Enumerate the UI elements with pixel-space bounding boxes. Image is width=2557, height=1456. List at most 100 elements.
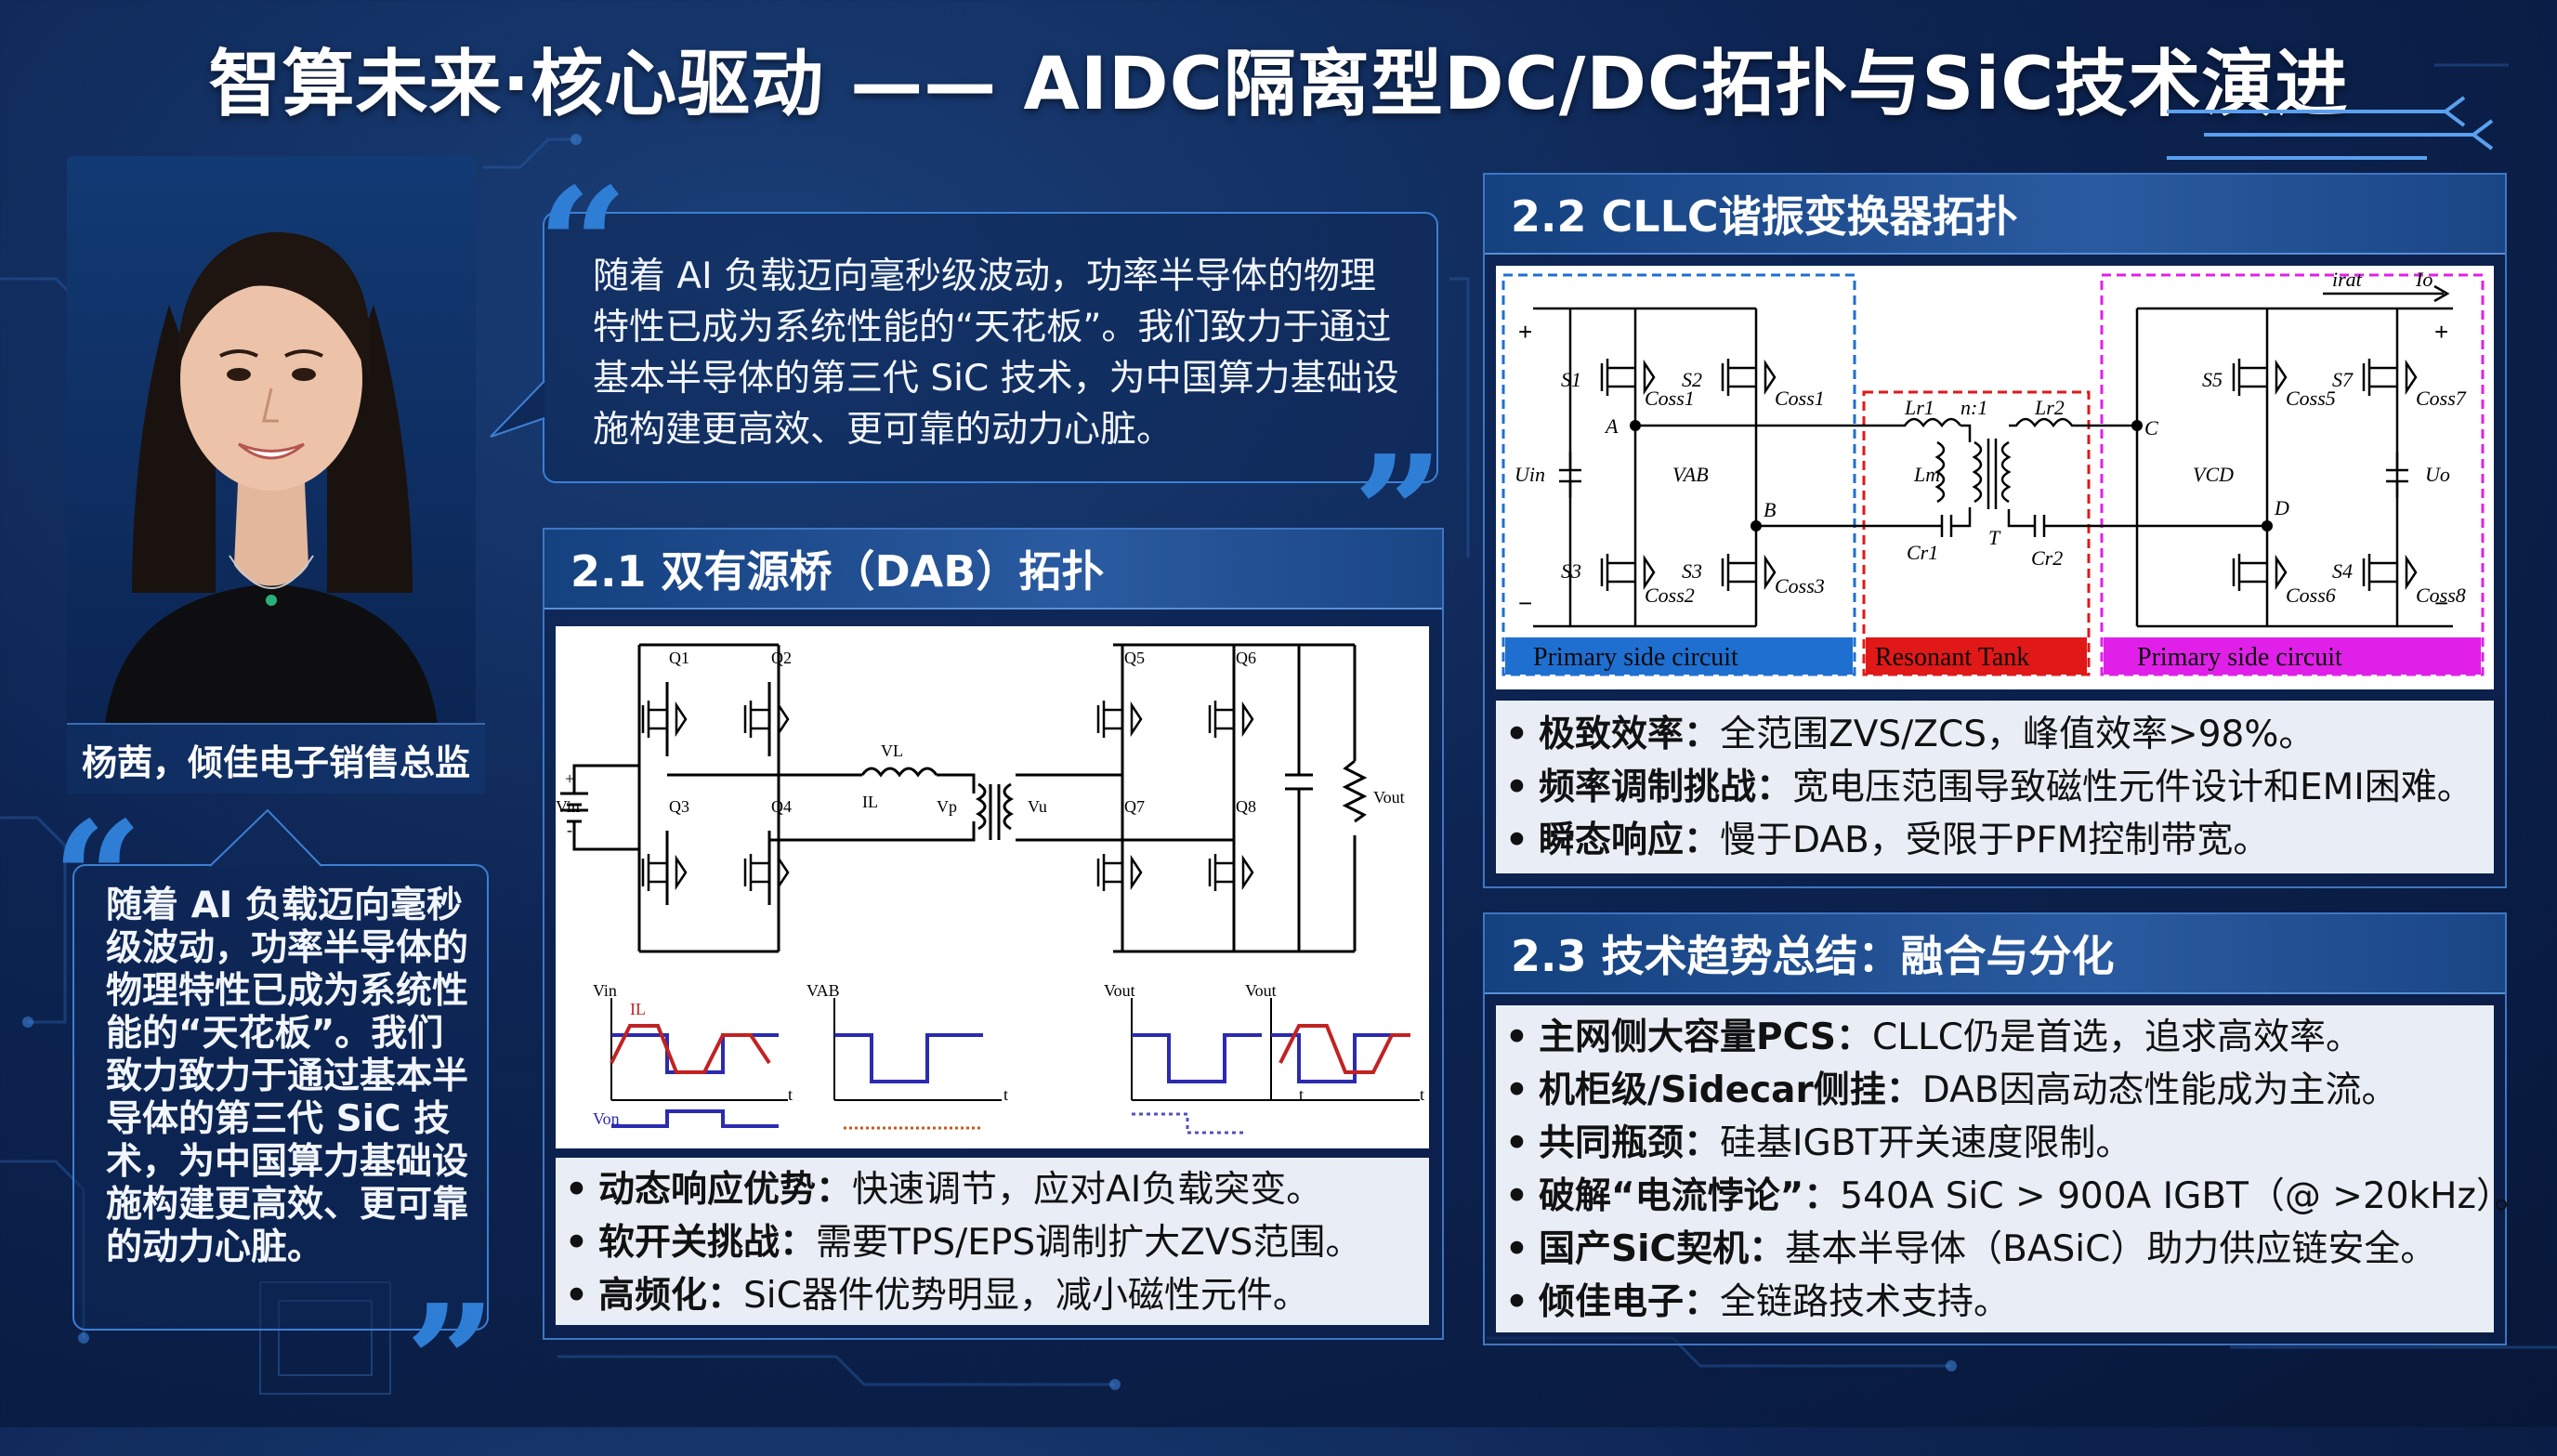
list-item: 倾佳电子：全链路技术支持。 [1496, 1276, 2494, 1329]
label-vcd: VCD [2193, 463, 2234, 486]
list-item: 动态响应优势：快速调节，应对AI负载突变。 [556, 1163, 1429, 1216]
label-q5: Q5 [1124, 649, 1145, 667]
label-coss6: Coss6 [2286, 584, 2336, 607]
wave-label-von: Von [593, 1109, 620, 1128]
list-item: 高频化：SiC器件优势明显，减小磁性元件。 [556, 1269, 1429, 1322]
label-vin: Vin [556, 797, 580, 816]
label-plus: + [2434, 318, 2448, 346]
open-quote-icon: “ [52, 787, 143, 973]
label-lm: Lm [1913, 463, 1940, 486]
label-plus: + [1518, 318, 1532, 346]
label-ratio: n:1 [1960, 396, 1987, 419]
label-vu: Vu [1028, 797, 1047, 816]
label-plus: + [565, 769, 574, 788]
page-title: 智算未来·核心驱动 —— AIDC隔离型DC/DC拓扑与SiC技术演进 [208, 43, 2349, 126]
box-label-secondary: Primary side circuit [2137, 643, 2342, 672]
label-irat: irat [2332, 268, 2363, 291]
list-item: 频率调制挑战：宽电压范围导致磁性元件设计和EMI困难。 [1496, 761, 2494, 814]
quote-bubble-left: 随着 AI 负载迈向毫秒级波动，功率半导体的物理特性已成为系统性能的“天花板”。… [72, 864, 489, 1331]
dab-circuit-diagram: Q1 Q2 Q3 Q4 Q5 Q6 Q7 Q8 Vin Vout VL IL V… [556, 626, 1429, 1148]
label-coss1b: Coss1 [1775, 387, 1825, 410]
close-quote-icon: ” [405, 1270, 496, 1456]
label-lr1: Lr1 [1904, 396, 1934, 419]
label-q7: Q7 [1124, 797, 1145, 816]
open-quote-icon: “ [537, 153, 628, 339]
label-q2: Q2 [771, 649, 792, 667]
label-minus: − [2434, 589, 2448, 617]
label-cr2: Cr2 [2031, 546, 2063, 570]
label-s1: S1 [1561, 368, 1581, 391]
list-item: 软开关挑战：需要TPS/EPS调制扩大ZVS范围。 [556, 1216, 1429, 1269]
label-uo: Uo [2425, 463, 2450, 486]
label-q1: Q1 [669, 649, 689, 667]
label-s4: S4 [2332, 559, 2353, 583]
label-q3: Q3 [669, 797, 689, 816]
label-d: D [2274, 496, 2289, 519]
label-coss3: Coss3 [1775, 574, 1825, 597]
wave-label-t: t [788, 1085, 793, 1104]
label-t: T [1988, 526, 2001, 549]
wave-label-vout: Vout [1104, 981, 1135, 1000]
trend-panel: 2.3 技术趋势总结：融合与分化 主网侧大容量PCS：CLLC仍是首选，追求高效… [1483, 912, 2530, 1345]
dab-panel: 2.1 双有源桥（DAB）拓扑 [543, 528, 1444, 1340]
cllc-panel: 2.2 CLLC谐振变换器拓扑 Primary side circuit Res… [1483, 173, 2507, 888]
speaker-caption: 杨茜，倾佳电子销售总监 [67, 723, 485, 794]
label-coss8: Coss8 [2416, 584, 2466, 607]
trend-bullets: 主网侧大容量PCS：CLLC仍是首选，追求高效率。 机柜级/Sidecar侧挂：… [1496, 1005, 2530, 1332]
label-a: A [1604, 414, 1619, 438]
cllc-circuit-diagram: Primary side circuit Resonant Tank Prima… [1496, 266, 2494, 689]
label-cr1: Cr1 [1907, 541, 1938, 564]
label-q4: Q4 [771, 797, 792, 816]
label-q8: Q8 [1236, 797, 1256, 816]
quote-text-left: 随着 AI 负载迈向毫秒级波动，功率半导体的物理特性已成为系统性能的“天花板”。… [106, 885, 469, 1268]
list-item: 共同瓶颈：硅基IGBT开关速度限制。 [1496, 1117, 2494, 1170]
label-coss1: Coss1 [1645, 387, 1695, 410]
arrow-decoration-icon [2167, 96, 2494, 160]
label-coss2: Coss2 [1645, 584, 1695, 607]
label-s5: S5 [2202, 368, 2223, 391]
wave-label-il: IL [630, 1000, 646, 1018]
wave-label-vin: Vin [593, 981, 617, 1000]
label-b: B [1764, 498, 1776, 521]
label-vl: VL [881, 741, 903, 760]
list-item: 极致效率：全范围ZVS/ZCS，峰值效率>98%。 [1496, 708, 2494, 761]
label-q6: Q6 [1236, 649, 1256, 667]
label-vp: Vp [937, 797, 957, 816]
label-vab: VAB [1672, 463, 1709, 486]
wave-label-t: t [1299, 1085, 1304, 1104]
dab-heading: 2.1 双有源桥（DAB）拓扑 [544, 530, 1442, 610]
label-coss5: Coss5 [2286, 387, 2336, 410]
list-item: 国产SiC契机：基本半导体（BASiC）助力供应链安全。 [1496, 1223, 2494, 1276]
list-item: 主网侧大容量PCS：CLLC仍是首选，追求高效率。 [1496, 1011, 2494, 1064]
cllc-bullets: 极致效率：全范围ZVS/ZCS，峰值效率>98%。 频率调制挑战：宽电压范围导致… [1496, 701, 2494, 873]
box-label-primary: Primary side circuit [1533, 643, 1738, 672]
quote-text-top: 随着 AI 负载迈向毫秒级波动，功率半导体的物理特性已成为系统性能的“天花板”。… [593, 256, 1399, 451]
wave-label-vout-2: Vout [1245, 981, 1277, 1000]
speaker-portrait [67, 156, 476, 732]
speech-pointer-icon [490, 380, 545, 438]
label-s3b: S3 [1682, 559, 1702, 583]
label-uin: Uin [1515, 463, 1545, 486]
list-item: 破解“电流悖论”：540A SiC > 900A IGBT（@ >20kHz）。 [1496, 1170, 2530, 1223]
label-minus: - [567, 820, 572, 839]
label-il: IL [862, 793, 878, 811]
label-s2: S2 [1682, 368, 1702, 391]
list-item: 瞬态响应：慢于DAB，受限于PFM控制带宽。 [1496, 814, 2494, 867]
list-item: 机柜级/Sidecar侧挂：DAB因高动态性能成为主流。 [1496, 1064, 2494, 1117]
wave-label-vab: VAB [806, 981, 840, 1000]
label-io: Io [2415, 268, 2432, 291]
box-label-resonant: Resonant Tank [1875, 643, 2029, 672]
label-vout: Vout [1373, 788, 1405, 807]
trend-heading: 2.3 技术趋势总结：融合与分化 [1485, 914, 2505, 994]
dab-bullets: 动态响应优势：快速调节，应对AI负载突变。 软开关挑战：需要TPS/EPS调制扩… [556, 1158, 1429, 1325]
label-lr2: Lr2 [2034, 396, 2065, 419]
wave-label-t: t [1420, 1085, 1424, 1104]
label-s3: S3 [1561, 559, 1581, 583]
cllc-heading: 2.2 CLLC谐振变换器拓扑 [1485, 175, 2505, 255]
label-s7: S7 [2332, 368, 2354, 391]
speech-pointer-icon [210, 808, 321, 867]
quote-bubble-top: 随着 AI 负载迈向毫秒级波动，功率半导体的物理特性已成为系统性能的“天花板”。… [543, 212, 1438, 483]
label-coss7: Coss7 [2416, 387, 2467, 410]
label-minus: − [1518, 589, 1532, 617]
label-c: C [2144, 416, 2158, 439]
